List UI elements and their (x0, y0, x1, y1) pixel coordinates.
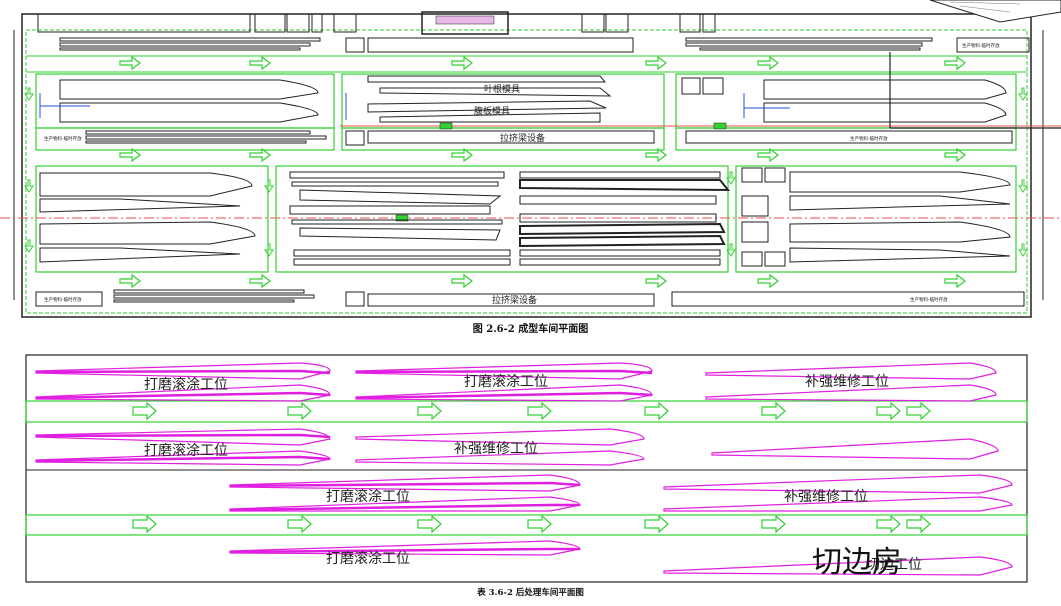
blade-mold-label: 叶根模具 (484, 83, 520, 95)
flow-arrows-bottom (119, 273, 966, 289)
blade-molds-row3 (39, 171, 1011, 263)
station-label: 补强维修工位 (454, 441, 538, 457)
work-zones (35, 73, 1017, 273)
facility-block (254, 13, 286, 33)
facility-block (286, 13, 310, 33)
top-mold-strips (59, 37, 1030, 53)
vertical-arrows (24, 87, 1028, 257)
station-label: 打磨滚涂工位 (326, 488, 410, 505)
mold-label-boxes (741, 167, 786, 267)
pultrusion-label: 拉挤梁设备 (492, 294, 537, 306)
facility-block (581, 13, 605, 33)
trolley (395, 214, 409, 222)
figure-caption-top: 图 2.6-2 成型车间平面图 (472, 324, 589, 335)
materials-label: 生产物料-临时存放 (44, 135, 82, 142)
facility-block (702, 13, 716, 33)
bottom-strips (35, 289, 1025, 307)
pultrusion-label: 拉挤梁设备 (500, 132, 545, 144)
station-label: 打磨滚涂工位 (144, 376, 228, 393)
trolley (439, 122, 453, 130)
flow-arrows-row2 (119, 147, 966, 163)
workshop-inner-outline (25, 29, 1028, 314)
forming-workshop-plan: 叶根模具 腹板模具 拉挤梁设备 生产物料-临时存放 生产物料-临时存放 生产物料… (0, 0, 1061, 318)
facility-block (435, 15, 495, 25)
workshop-outline (25, 354, 1028, 583)
mold-label-box (702, 77, 724, 95)
facility-block (605, 13, 629, 33)
materials-label: 生产物料-临时存放 (850, 135, 888, 142)
mid-strips (85, 130, 1013, 146)
materials-label: 生产物料-临时存放 (962, 42, 1000, 49)
magenta-blades (35, 362, 1013, 576)
materials-label: 生产物料-临时存放 (910, 296, 948, 303)
post-processing-workshop-plan: 打磨滚涂工位 打磨滚涂工位 补强维修工位 打磨滚涂工位 补强维修工位 打磨滚涂工… (25, 354, 1028, 583)
station-label: 打磨滚涂工位 (464, 373, 548, 390)
facility-block (37, 13, 251, 33)
station-label: 打磨滚涂工位 (326, 550, 410, 567)
station-label: 补强维修工位 (805, 374, 889, 390)
center-mold-bars (289, 171, 731, 266)
trolley (713, 122, 727, 130)
figure-caption-bottom: 表 3.6-2 后处理车间平面图 (477, 588, 584, 598)
facility-block (333, 13, 357, 33)
aisle (25, 400, 1028, 423)
aisle-arrows (132, 514, 931, 534)
station-label: 打磨滚涂工位 (144, 442, 228, 459)
station-label: 补强维修工位 (784, 489, 868, 505)
aisle (25, 514, 1028, 536)
materials-label: 生产物料-临时存放 (44, 296, 82, 303)
station-labels: 打磨滚涂工位 打磨滚涂工位 补强维修工位 打磨滚涂工位 补强维修工位 打磨滚涂工… (144, 373, 922, 573)
facility-block (679, 13, 701, 33)
blade-molds-row1 (59, 75, 1007, 123)
workshop-outline (21, 13, 1032, 318)
flow-arrows-row1 (119, 55, 966, 71)
facility-block (311, 13, 323, 33)
aisle-arrows (132, 401, 931, 421)
inset-sketch (929, 0, 1061, 23)
trimming-room-overlay-label: 切边房 (812, 545, 902, 580)
web-mold-label: 腹板模具 (474, 105, 510, 117)
mold-label-box (681, 77, 701, 95)
station-label: 切边工位 (866, 557, 922, 573)
facility-block (421, 11, 509, 35)
